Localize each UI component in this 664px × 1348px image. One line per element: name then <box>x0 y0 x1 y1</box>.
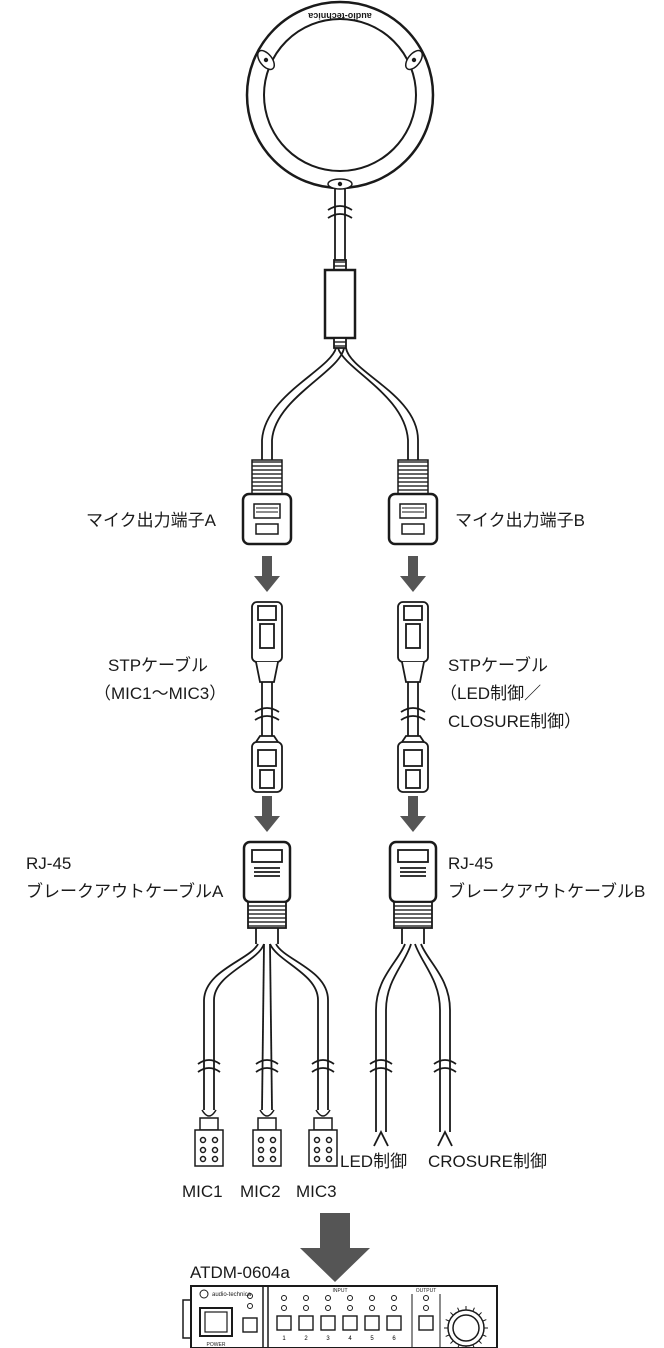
channel-button-4[interactable] <box>342 1295 358 1331</box>
label-stp-cable-a-line1: STPケーブル <box>108 656 209 675</box>
label-closure-control: CROSURE制御 <box>428 1152 548 1171</box>
channel-button-3[interactable] <box>320 1295 336 1331</box>
knob-tick <box>445 1319 450 1322</box>
breakout-cable-a <box>197 840 335 1111</box>
mic-indicator-right <box>404 49 424 71</box>
breakout-cable-b <box>369 840 457 1147</box>
level-indicator-icon <box>242 1293 258 1333</box>
mic1-connector <box>194 1109 224 1167</box>
main-cable <box>261 189 419 460</box>
label-led-control: LED制御 <box>340 1152 408 1171</box>
brand-logo-icon <box>199 1289 209 1299</box>
mic3-connector <box>308 1109 338 1167</box>
output-connector-a <box>241 459 293 546</box>
knob-tick <box>450 1312 454 1316</box>
knob-tick <box>472 1307 475 1312</box>
channel-number-4: 4 <box>348 1336 352 1342</box>
label-breakout-a-line1: RJ-45 <box>26 854 72 873</box>
device-model-label: ATDM-0604a <box>190 1263 290 1282</box>
arrow-down-a1 <box>254 556 280 592</box>
mic-brand-text: audio-technica <box>307 11 372 21</box>
label-mic2: MIC2 <box>240 1182 281 1201</box>
arrow-down-b1 <box>400 556 426 592</box>
atdm-device <box>182 1285 498 1348</box>
power-button[interactable] <box>199 1307 233 1337</box>
label-mic3: MIC3 <box>296 1182 337 1201</box>
knob-tick <box>482 1334 487 1337</box>
knob-tick <box>478 1312 482 1316</box>
knob-tick <box>457 1307 460 1312</box>
channel-button-6[interactable] <box>386 1295 402 1331</box>
label-mic1: MIC1 <box>182 1182 223 1201</box>
stp-cable-a <box>251 601 283 793</box>
mic-indicator-left <box>256 49 276 71</box>
output-connector-b <box>387 459 439 546</box>
channel-button-1[interactable] <box>276 1295 292 1331</box>
boundary-microphone: audio-technica <box>245 0 435 190</box>
label-breakout-b-line1: RJ-45 <box>448 854 494 873</box>
channel-number-5: 5 <box>370 1336 374 1342</box>
arrow-down-big <box>300 1213 370 1282</box>
label-stp-cable-b-line2: （LED制御／ <box>440 684 542 703</box>
volume-knob[interactable] <box>444 1306 488 1348</box>
mic-indicator-bottom <box>327 178 353 190</box>
knob-tick <box>445 1334 450 1337</box>
knob-tick <box>482 1319 487 1322</box>
label-stp-cable-b-line1: STPケーブル <box>448 656 549 675</box>
label-breakout-a-line2: ブレークアウトケーブルA <box>26 882 224 901</box>
arrow-down-b2 <box>400 796 426 832</box>
channel-button-5[interactable] <box>364 1295 380 1331</box>
channel-button-2[interactable] <box>298 1295 314 1331</box>
channel-number-6: 6 <box>392 1336 396 1342</box>
channel-leds <box>276 1295 402 1331</box>
label-stp-cable-a-line2: （MIC1〜MIC3） <box>94 684 227 703</box>
mic2-connector <box>252 1109 282 1167</box>
device-output-label: OUTPUT <box>416 1288 437 1294</box>
channel-number-3: 3 <box>326 1336 330 1342</box>
knob-tick <box>478 1340 482 1344</box>
channel-number-1: 1 <box>282 1336 286 1342</box>
label-breakout-b-line2: ブレークアウトケーブルB <box>448 882 646 901</box>
channel-numbers: 1 2 3 4 5 6 <box>282 1336 396 1342</box>
channel-number-2: 2 <box>304 1336 308 1342</box>
output-button[interactable] <box>418 1295 434 1331</box>
label-mic-output-a: マイク出力端子A <box>86 511 216 530</box>
stp-cable-b <box>397 601 429 793</box>
label-mic-output-b: マイク出力端子B <box>455 511 585 530</box>
device-input-label: INPUT <box>333 1288 348 1294</box>
knob-tick <box>450 1340 454 1344</box>
label-stp-cable-b-line3: CLOSURE制御） <box>448 712 582 731</box>
arrow-down-a2 <box>254 796 280 832</box>
device-brand-text: audio-technica <box>212 1292 252 1298</box>
device-power-label: POWER <box>207 1342 226 1348</box>
